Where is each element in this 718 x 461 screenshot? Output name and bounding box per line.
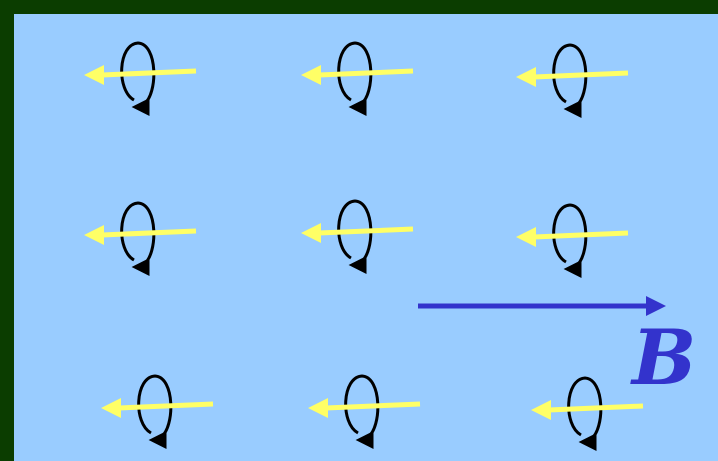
moment-arrow-shaft bbox=[326, 404, 420, 408]
moment-arrow-head bbox=[516, 67, 536, 87]
moment-arrow-shaft bbox=[102, 231, 196, 235]
moment-arrow-head bbox=[84, 225, 104, 245]
moment-arrow-head bbox=[531, 400, 551, 420]
moment-arrow-head bbox=[301, 223, 321, 243]
dipole-7 bbox=[101, 376, 213, 440]
moment-arrow-shaft bbox=[534, 73, 628, 77]
field-arrow bbox=[418, 296, 666, 316]
dipole-2 bbox=[301, 43, 413, 107]
moment-arrow-head bbox=[516, 227, 536, 247]
moment-arrow-head bbox=[308, 398, 328, 418]
dipole-8 bbox=[308, 376, 420, 440]
dipole-5 bbox=[301, 201, 413, 265]
moment-arrow-shaft bbox=[119, 404, 213, 408]
moment-arrow-head bbox=[84, 65, 104, 85]
moment-arrow-shaft bbox=[319, 229, 413, 233]
moment-arrow-shaft bbox=[534, 233, 628, 237]
moment-arrow-head bbox=[101, 398, 121, 418]
moment-arrow-shaft bbox=[102, 71, 196, 75]
dipole-6 bbox=[516, 205, 628, 269]
field-label-b: B bbox=[632, 320, 696, 396]
moment-arrow-shaft bbox=[549, 406, 643, 410]
moment-arrow-shaft bbox=[319, 71, 413, 75]
dipole-1 bbox=[84, 43, 196, 107]
dipole-grid bbox=[84, 43, 643, 442]
moment-arrow-head bbox=[301, 65, 321, 85]
dipole-9 bbox=[531, 378, 643, 442]
dipole-3 bbox=[516, 45, 628, 109]
dipole-4 bbox=[84, 203, 196, 267]
